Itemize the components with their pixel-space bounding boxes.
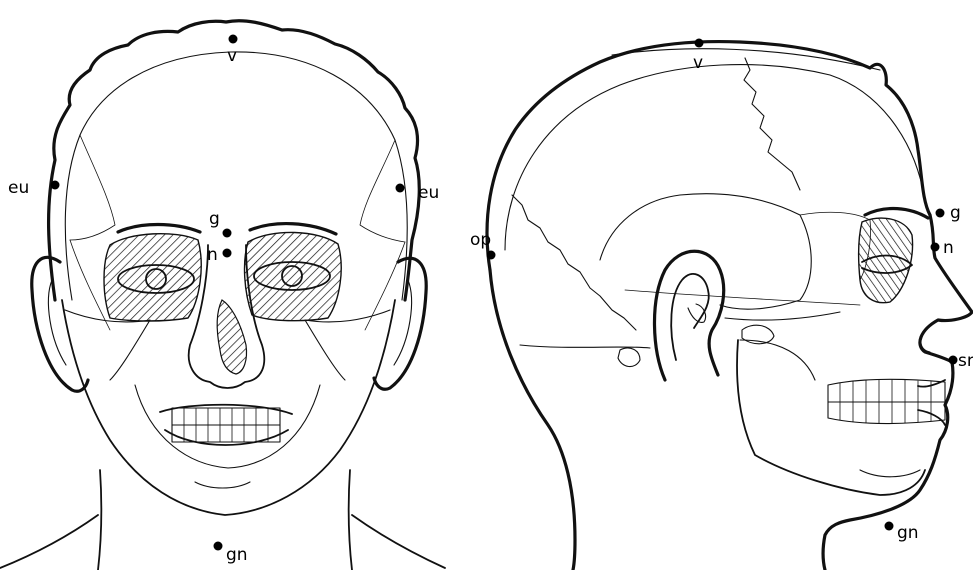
front-glabella-label: g bbox=[209, 209, 220, 229]
front-chin bbox=[195, 482, 250, 488]
side-back-head bbox=[490, 270, 575, 570]
side-opisthocranion-label: op bbox=[470, 230, 491, 250]
front-shoulder-right bbox=[352, 515, 445, 568]
front-gnathion-dot bbox=[214, 542, 223, 551]
side-coronal-suture bbox=[744, 58, 800, 190]
side-cranial-base bbox=[520, 345, 650, 348]
side-nasion-label: n bbox=[943, 238, 954, 258]
side-zygomatic-arch bbox=[725, 312, 840, 320]
front-euryon-left-label: eu bbox=[8, 178, 29, 198]
front-mouth-lower bbox=[165, 430, 288, 445]
side-gnathion-label: gn bbox=[897, 523, 919, 543]
side-lower-lip bbox=[918, 410, 945, 425]
side-view: v op g n sn gn bbox=[470, 39, 973, 570]
side-eyebrow bbox=[865, 209, 928, 218]
side-lambdoid-suture bbox=[512, 195, 636, 330]
front-teeth bbox=[172, 408, 280, 442]
side-vertex-label: v bbox=[693, 53, 703, 73]
front-suture-left bbox=[70, 135, 115, 240]
side-chin-line bbox=[860, 470, 920, 477]
front-nasion-label: n bbox=[207, 245, 218, 265]
front-neck-left bbox=[98, 470, 101, 570]
front-euryon-left-dot bbox=[51, 181, 60, 190]
front-mouth-upper bbox=[160, 405, 292, 414]
front-mandible bbox=[135, 385, 320, 468]
side-glabella-label: g bbox=[950, 203, 961, 223]
side-mandible bbox=[737, 340, 925, 495]
front-eyebrow-left bbox=[118, 225, 200, 233]
side-gnathion-dot bbox=[885, 522, 894, 531]
front-ear-left-inner bbox=[48, 280, 66, 365]
front-euryon-right-dot bbox=[396, 184, 405, 193]
front-vertex-dot bbox=[229, 35, 238, 44]
front-nasal-bone bbox=[217, 300, 246, 374]
front-cheek-right bbox=[305, 310, 390, 380]
side-opisthocranion-dot bbox=[487, 251, 496, 260]
side-ear bbox=[654, 251, 723, 380]
side-temporal-bone bbox=[600, 194, 811, 309]
front-view: v eu eu g n gn bbox=[0, 21, 445, 570]
side-subnasale-label: sn bbox=[958, 351, 973, 371]
front-vertex-label: v bbox=[227, 46, 237, 66]
side-vertex-dot bbox=[695, 39, 704, 48]
side-subnasale-dot bbox=[949, 356, 958, 365]
side-mastoid bbox=[618, 348, 640, 367]
front-nasion-dot bbox=[223, 249, 232, 258]
front-orbit-right bbox=[245, 232, 342, 320]
side-frankfort-line bbox=[625, 290, 860, 305]
front-gnathion-label: gn bbox=[226, 545, 248, 565]
side-ear-inner bbox=[671, 274, 709, 360]
side-mandible-ramus bbox=[740, 340, 815, 380]
front-ear-right bbox=[374, 258, 426, 389]
front-euryon-right-label: eu bbox=[418, 183, 439, 203]
front-shoulder-left bbox=[0, 515, 98, 568]
side-glabella-dot bbox=[936, 209, 945, 218]
side-nasion-dot bbox=[931, 243, 940, 252]
front-glabella-dot bbox=[223, 229, 232, 238]
front-neck-right bbox=[349, 470, 352, 570]
